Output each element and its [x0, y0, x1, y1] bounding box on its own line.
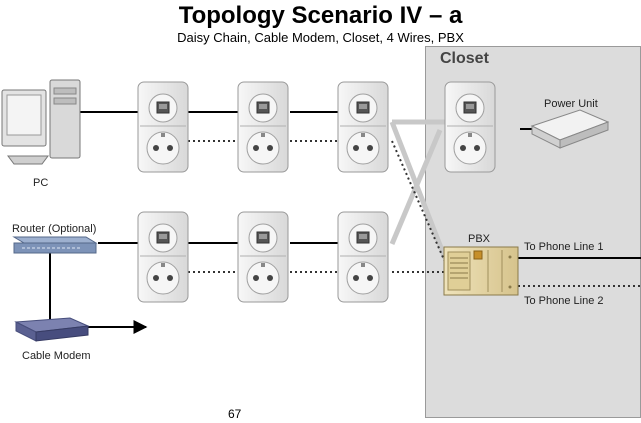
- power-unit-icon: [530, 109, 610, 149]
- page-title: Topology Scenario IV – a: [178, 2, 463, 29]
- pc-icon: [1, 79, 81, 165]
- wall-outlet-top-3: [337, 81, 389, 173]
- wall-outlet-bottom-1: [137, 211, 189, 303]
- page-number: 67: [228, 407, 242, 421]
- router-label: Router (Optional): [12, 223, 97, 235]
- phone-line-2-label: To Phone Line 2: [524, 295, 604, 307]
- closet-label: Closet: [440, 50, 489, 67]
- pc-label: PC: [33, 177, 49, 189]
- pbx-icon: [443, 246, 519, 296]
- wall-outlet-top-4: [444, 81, 496, 173]
- wall-outlets: [137, 81, 496, 303]
- phone-wires: [188, 140, 641, 287]
- wall-outlet-bottom-2: [237, 211, 289, 303]
- wall-outlet-bottom-3: [337, 211, 389, 303]
- wall-outlet-top-1: [137, 81, 189, 173]
- wall-outlet-top-2: [237, 81, 289, 173]
- phone-line-1-label: To Phone Line 1: [524, 241, 604, 253]
- router-icon: [12, 236, 98, 254]
- pbx-label: PBX: [468, 233, 491, 245]
- closet-cables: [389, 119, 450, 259]
- cable-modem-label: Cable Modem: [22, 350, 91, 362]
- page-subtitle: Daisy Chain, Cable Modem, Closet, 4 Wire…: [177, 30, 464, 45]
- cable-modem-icon: [14, 317, 90, 342]
- power-unit-label: Power Unit: [544, 98, 598, 110]
